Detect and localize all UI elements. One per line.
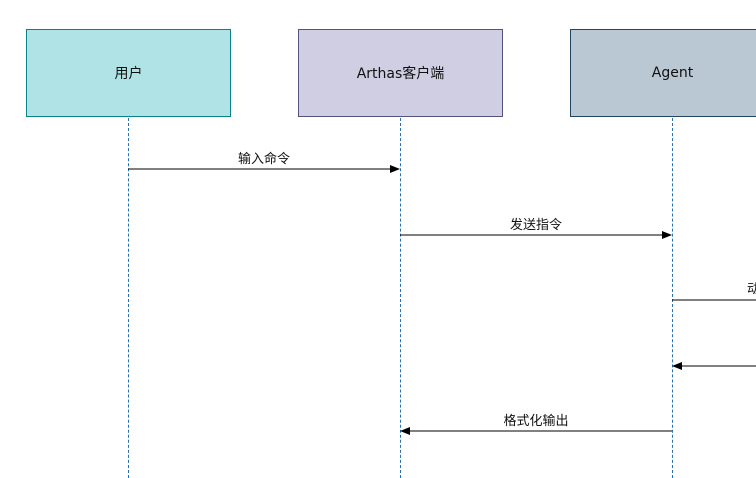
message-label-send-instruction: 发送指令 (509, 218, 563, 233)
participant-agent: Agent (570, 29, 756, 117)
lifeline-user (128, 118, 129, 478)
participant-user: 用户 (26, 29, 231, 117)
participant-arthas-client: Arthas客户端 (298, 29, 503, 117)
participant-agent-label: Agent (651, 65, 694, 81)
message-label-formatted-output: 格式化输出 (503, 414, 569, 429)
participant-user-label: 用户 (114, 66, 143, 82)
message-label-input-command: 输入命令 (237, 152, 291, 167)
lifeline-arthas-client (400, 118, 401, 478)
lifeline-agent (672, 118, 673, 478)
participant-arthas-client-label: Arthas客户端 (356, 66, 445, 82)
message-label-partial: 动 (747, 282, 756, 297)
